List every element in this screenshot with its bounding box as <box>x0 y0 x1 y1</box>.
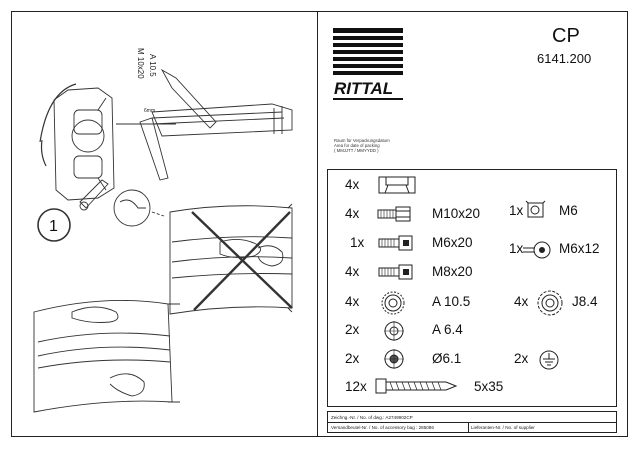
part-label: J8.4 <box>572 294 598 309</box>
part-label: M6x20 <box>432 235 473 250</box>
drawing-frame <box>11 11 628 437</box>
drawing-number: Zeichng.-Nr. / No. of dwg.: A2749902CP <box>331 415 413 420</box>
part-label: M6 <box>559 203 578 218</box>
socket-screw-icon <box>378 264 413 280</box>
svg-text:RITTAL: RITTAL <box>334 79 393 98</box>
title-block-rule <box>328 422 616 423</box>
part-qty: 1x <box>350 235 365 250</box>
callout-screw: M 10x20 <box>136 48 145 79</box>
hex-screw-icon <box>377 206 411 222</box>
contact-washer-icon <box>537 290 563 316</box>
part-qty: 4x <box>345 206 360 221</box>
part-qty: 4x <box>345 294 360 309</box>
sleeve-nut-icon <box>378 176 416 194</box>
part-qty: 4x <box>345 264 360 279</box>
part-label: A 10.5 <box>432 294 471 309</box>
tapping-screw-icon <box>375 378 458 394</box>
part-qty: 2x <box>345 322 360 337</box>
title-block: Zeichng.-Nr. / No. of dwg.: A2749902CP V… <box>327 411 617 433</box>
product-code: CP <box>552 25 580 47</box>
packing-date-area: Raum für Verpackungsdatum Area for date … <box>334 138 390 153</box>
serrated-washer-icon <box>381 291 405 315</box>
pan-screw-icon <box>523 241 551 259</box>
part-label: M6x12 <box>559 241 600 256</box>
accessory-parts-list <box>327 169 617 407</box>
part-label: A 6.4 <box>432 322 463 337</box>
part-qty: 12x <box>345 379 367 394</box>
accessory-bag-number: Versandbeutel-Nr. / No. of accessory bag… <box>331 425 434 430</box>
assembly-illustration: 1 M 10x20 A 10.5 6mm <box>33 48 293 413</box>
part-qty: 2x <box>345 351 360 366</box>
part-qty: 4x <box>345 177 360 192</box>
callout-small: 6mm <box>144 108 155 114</box>
part-label: Ø6.1 <box>432 351 462 366</box>
flat-washer-icon <box>384 321 404 341</box>
part-label: M10x20 <box>432 206 481 221</box>
part-qty: 2x <box>514 351 529 366</box>
callout-washer: A 10.5 <box>148 54 157 77</box>
cage-nut-icon <box>525 200 546 218</box>
supplier-number: Lieferanten-Nr. / No. of supplier <box>471 425 535 430</box>
article-number: 6141.200 <box>537 51 592 66</box>
part-label: 5x35 <box>474 379 504 394</box>
earth-icon <box>539 350 559 370</box>
title-block-divider <box>468 422 469 433</box>
frame-divider <box>317 11 318 437</box>
part-qty: 4x <box>514 294 529 309</box>
socket-screw-icon <box>378 235 413 251</box>
part-label: M8x20 <box>432 264 473 279</box>
lock-washer-icon <box>384 349 404 369</box>
part-qty: 1x <box>509 203 524 218</box>
part-qty: 1x <box>509 241 524 256</box>
rittal-logo: RITTAL <box>333 28 403 100</box>
step-number: 1 <box>49 218 58 235</box>
